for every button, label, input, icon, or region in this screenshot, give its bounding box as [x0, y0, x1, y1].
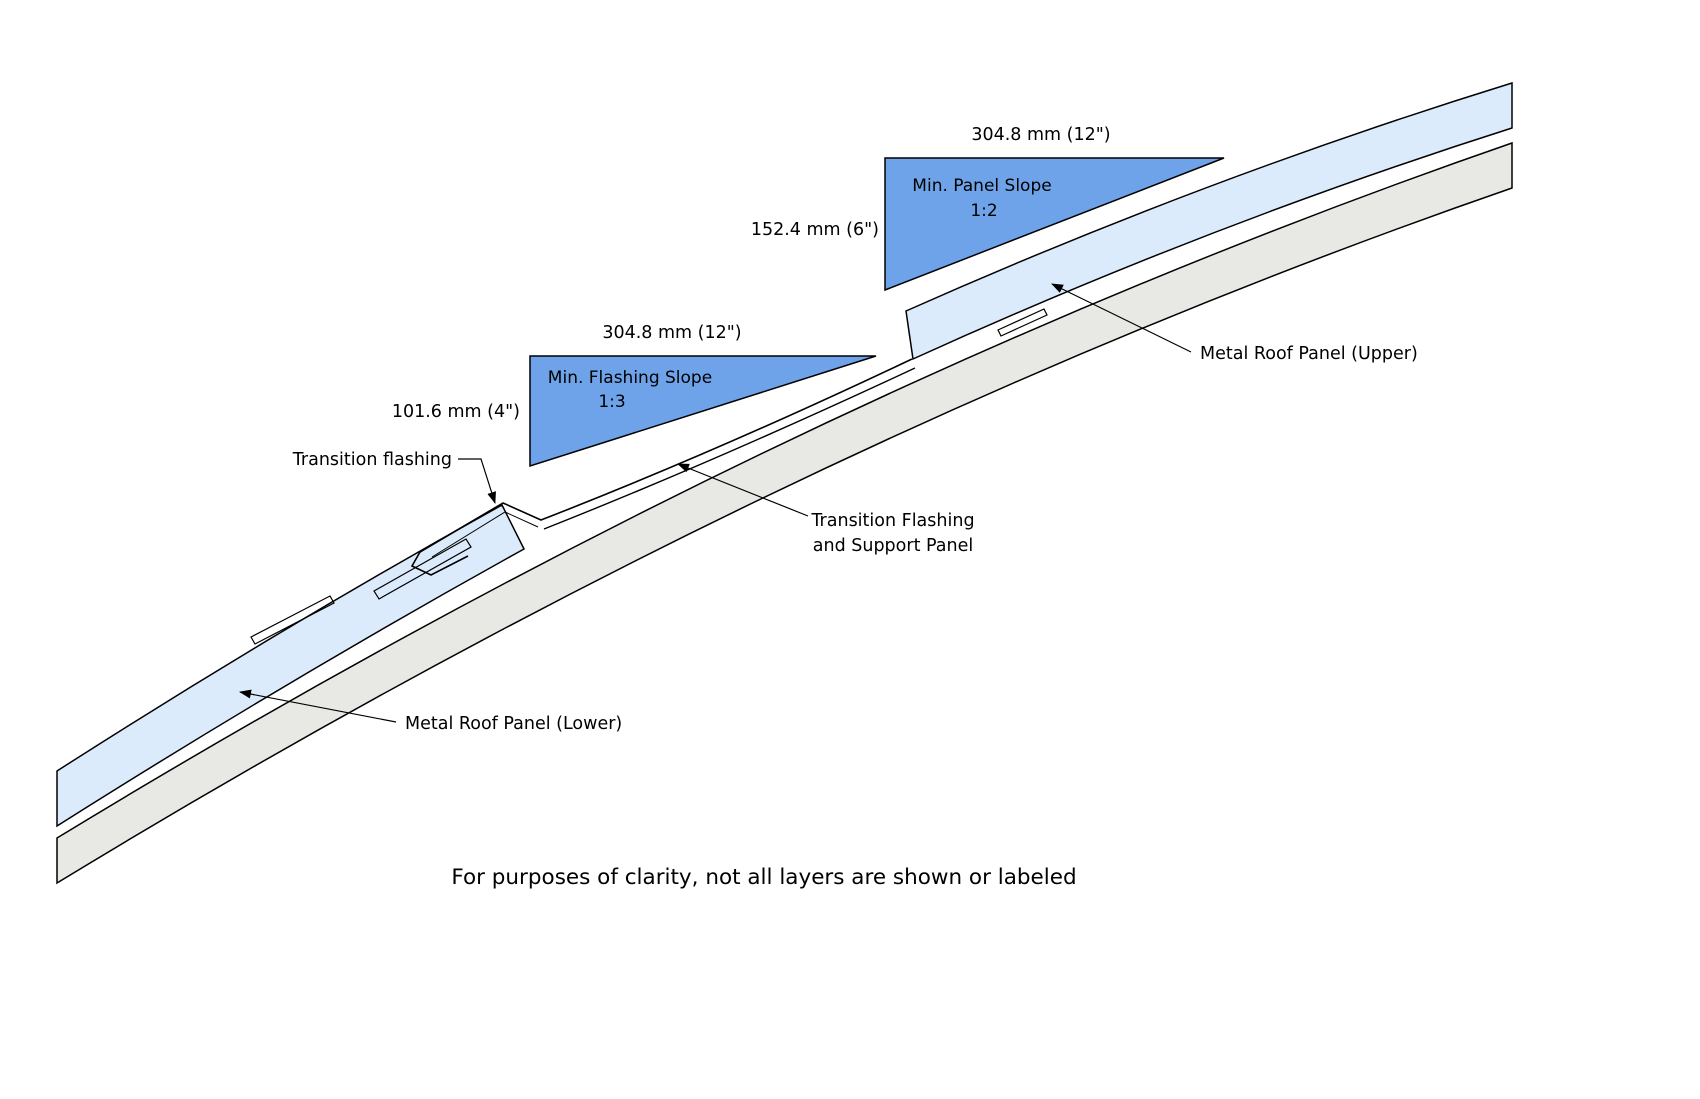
lower-panel-hem-strip — [373, 538, 472, 600]
metal-roof-panel-upper-label: Metal Roof Panel (Upper) — [1200, 344, 1418, 364]
flashing-support-leader-line — [677, 463, 809, 517]
lower-panel-seam-clip — [250, 595, 335, 645]
flashing-slope-ratio: 1:3 — [598, 392, 625, 412]
panel-run-dimension: 304.8 mm (12") — [971, 125, 1110, 145]
flashing-slope-triangle — [529, 355, 877, 468]
flashing-run-dimension: 304.8 mm (12") — [602, 323, 741, 343]
panel-slope-triangle — [884, 157, 1225, 292]
flashing-slope-title: Min. Flashing Slope — [548, 368, 712, 388]
flashing-hem-hook — [410, 551, 469, 576]
panel-slope-ratio: 1:2 — [970, 201, 997, 221]
transition-flashing-line — [419, 358, 913, 553]
lower-panel-leader-line — [239, 689, 397, 723]
support-panel-line — [543, 367, 916, 530]
upper-panel-leader-line — [1051, 283, 1192, 353]
clarity-note: For purposes of clarity, not all layers … — [451, 865, 1076, 890]
panel-rise-dimension: 152.4 mm (6") — [751, 220, 879, 240]
flashing-rise-dimension: 101.6 mm (4") — [392, 402, 520, 422]
metal-roof-panel-lower-label: Metal Roof Panel (Lower) — [405, 714, 622, 734]
flashing-inner-line — [431, 511, 539, 558]
upper-panel-seam-clip — [997, 308, 1048, 337]
panel-slope-title: Min. Panel Slope — [912, 176, 1051, 196]
transition-flashing-leader-line — [458, 458, 496, 504]
transition-flashing-support-label-line1: Transition Flashing — [810, 511, 974, 531]
transition-flashing-label: Transition flashing — [292, 450, 452, 470]
transition-flashing-support-label-line2: and Support Panel — [813, 536, 973, 556]
metal-roof-panel-lower-shape — [56, 503, 525, 828]
support-deck-panel — [56, 141, 1513, 885]
